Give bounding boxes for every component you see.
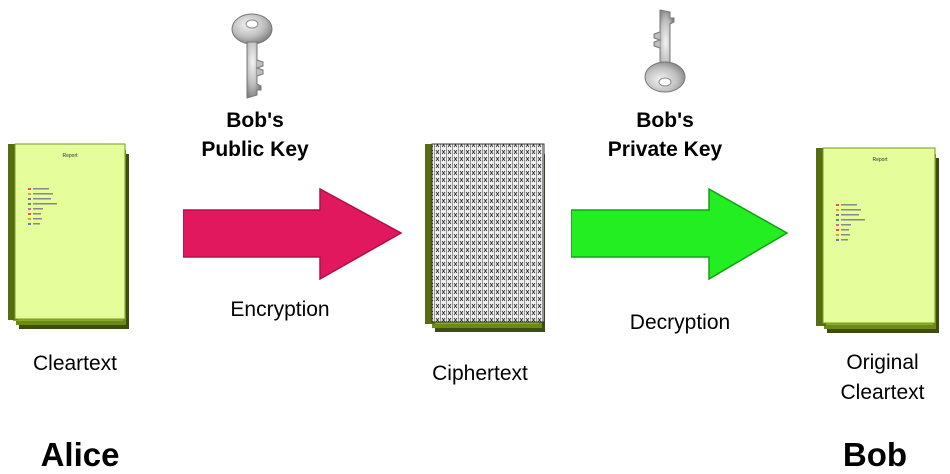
original-cleartext-label: Original Cleartext (815, 348, 950, 408)
decryption-arrow (571, 187, 789, 281)
bob-label: Bob (842, 436, 908, 473)
report-title-right: Report (872, 157, 888, 163)
private-key-line2: Private Key (607, 138, 723, 161)
public-key-line1: Bob's (226, 109, 284, 132)
report-lines (28, 188, 57, 225)
ciphertext-document (425, 143, 545, 332)
original-cleartext-line1: Original (846, 351, 919, 374)
encryption-label: Encryption (230, 298, 330, 321)
report-title: Report (62, 153, 78, 159)
private-key-icon (644, 9, 686, 93)
original-cleartext-line2: Cleartext (840, 381, 925, 404)
private-key-label: Bob's Private Key (585, 106, 745, 164)
public-key-line2: Public Key (201, 138, 309, 161)
public-key-label: Bob's Public Key (185, 106, 325, 164)
cleartext-label: Cleartext (32, 352, 118, 375)
report-lines-right (836, 204, 865, 241)
cleartext-document: Report (8, 143, 129, 329)
encryption-arrow (183, 187, 403, 281)
alice-label: Alice (40, 436, 120, 473)
public-key-icon (231, 13, 273, 99)
ciphertext-label: Ciphertext (432, 362, 528, 385)
decryption-label: Decryption (629, 311, 731, 334)
original-cleartext-document: Report (816, 147, 939, 333)
private-key-line1: Bob's (636, 109, 694, 132)
